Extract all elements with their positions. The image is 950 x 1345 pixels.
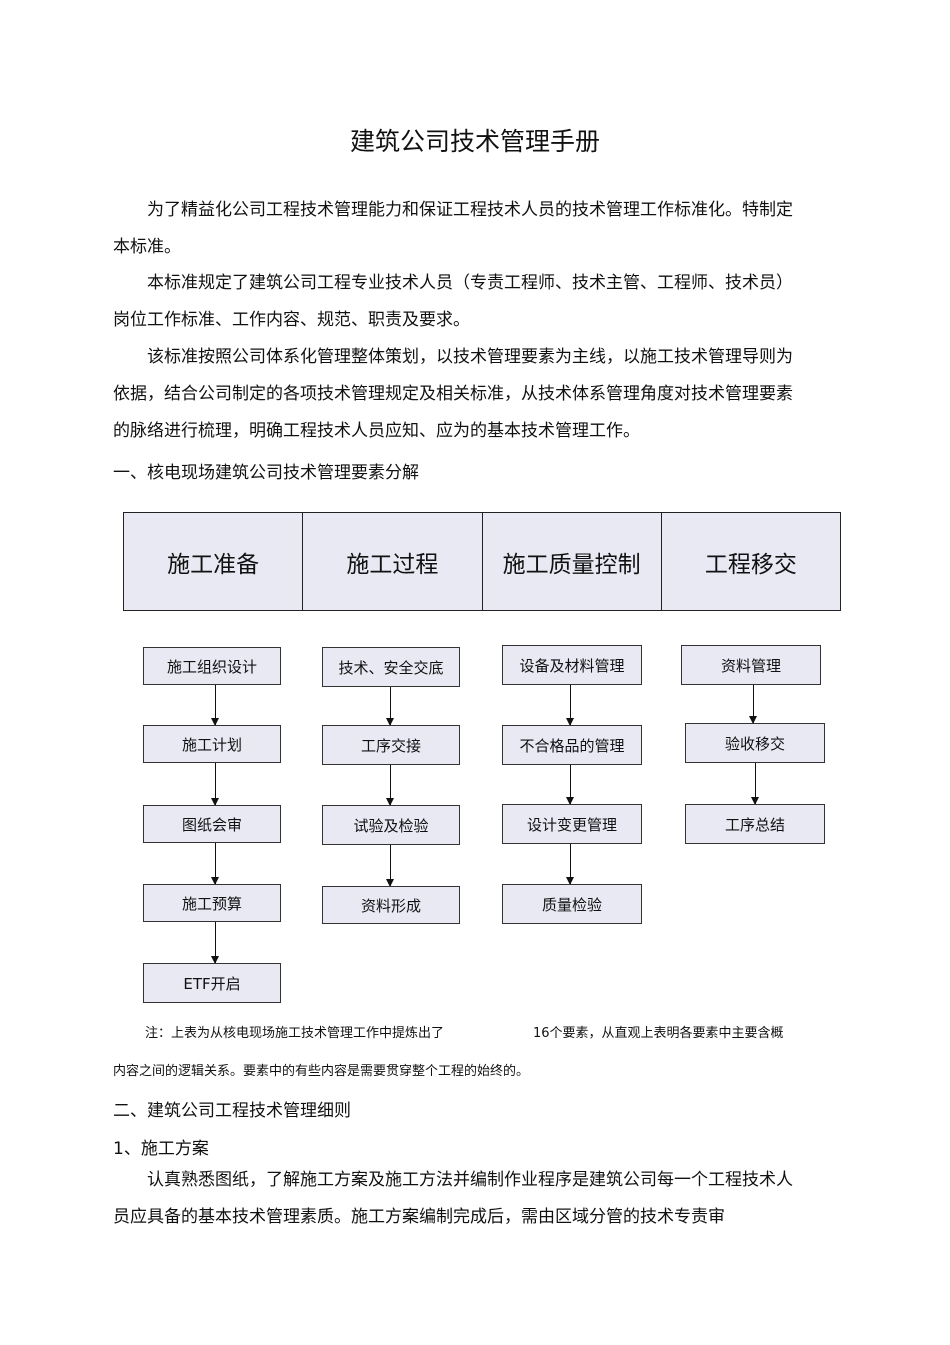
diagram-note-part2: 16个要素，从直观上表明各要素中主要含概: [533, 1026, 784, 1041]
phase-cell: 施工质量控制: [482, 513, 662, 610]
flow-box: 图纸会审: [143, 805, 281, 843]
flow-box: 资料管理: [681, 645, 821, 685]
flow-box: 质量检验: [502, 884, 642, 924]
flow-arrow: [385, 845, 394, 887]
intro-paragraph-2: 本标准规定了建筑公司工程专业技术人员（专责工程师、技术主管、工程师、技术员）岗位…: [113, 273, 793, 330]
flow-box: 设备及材料管理: [502, 645, 642, 685]
flow-box: 不合格品的管理: [502, 725, 642, 765]
flow-arrow: [210, 922, 219, 964]
flow-arrow: [210, 685, 219, 726]
phase-cell: 施工准备: [124, 513, 304, 610]
flow-box: 技术、安全交底: [322, 647, 460, 687]
flow-box: 施工预算: [143, 884, 281, 922]
phase-cell: 施工过程: [303, 513, 483, 610]
flow-box: 验收移交: [685, 723, 825, 763]
flow-arrow: [210, 763, 219, 806]
flow-arrow: [385, 687, 394, 726]
flow-box: 工序交接: [322, 725, 460, 765]
flow-arrow: [748, 685, 757, 724]
diagram-note-part3: 内容之间的逻辑关系。要素中的有些内容是需要贯穿整个工程的始终的。: [113, 1064, 530, 1079]
flow-box: 资料形成: [322, 886, 460, 924]
document-title: 建筑公司技术管理手册: [349, 127, 600, 156]
flow-box: 试验及检验: [322, 805, 460, 845]
flow-box: 施工计划: [143, 725, 281, 763]
flow-arrow: [750, 763, 759, 805]
flow-box: ETF开启: [143, 963, 281, 1003]
flow-arrow: [565, 685, 574, 726]
flow-arrow: [385, 765, 394, 806]
flow-arrow: [565, 765, 574, 805]
flow-box: 施工组织设计: [143, 647, 281, 685]
intro-paragraph-1: 为了精益化公司工程技术管理能力和保证工程技术人员的技术管理工作标准化。特制定本标…: [113, 200, 793, 257]
flow-box: 工序总结: [685, 804, 825, 844]
diagram-note-part1: 注：上表为从核电现场施工技术管理工作中提炼出了: [145, 1026, 445, 1041]
subsection-heading-1: 1、施工方案: [113, 1139, 209, 1159]
body-paragraph-4: 认真熟悉图纸，了解施工方案及施工方法并编制作业程序是建筑公司每一个工程技术人员应…: [113, 1170, 793, 1227]
phase-header-row: 施工准备 施工过程 施工质量控制 工程移交: [123, 512, 841, 611]
intro-paragraph-3: 该标准按照公司体系化管理整体策划，以技术管理要素为主线，以施工技术管理导则为依据…: [113, 347, 793, 441]
flow-arrow: [565, 844, 574, 885]
section-heading-1: 一、核电现场建筑公司技术管理要素分解: [113, 463, 419, 483]
phase-cell: 工程移交: [661, 513, 840, 610]
flow-arrow: [210, 843, 219, 885]
section-heading-2: 二、建筑公司工程技术管理细则: [113, 1101, 351, 1121]
flow-box: 设计变更管理: [502, 804, 642, 844]
